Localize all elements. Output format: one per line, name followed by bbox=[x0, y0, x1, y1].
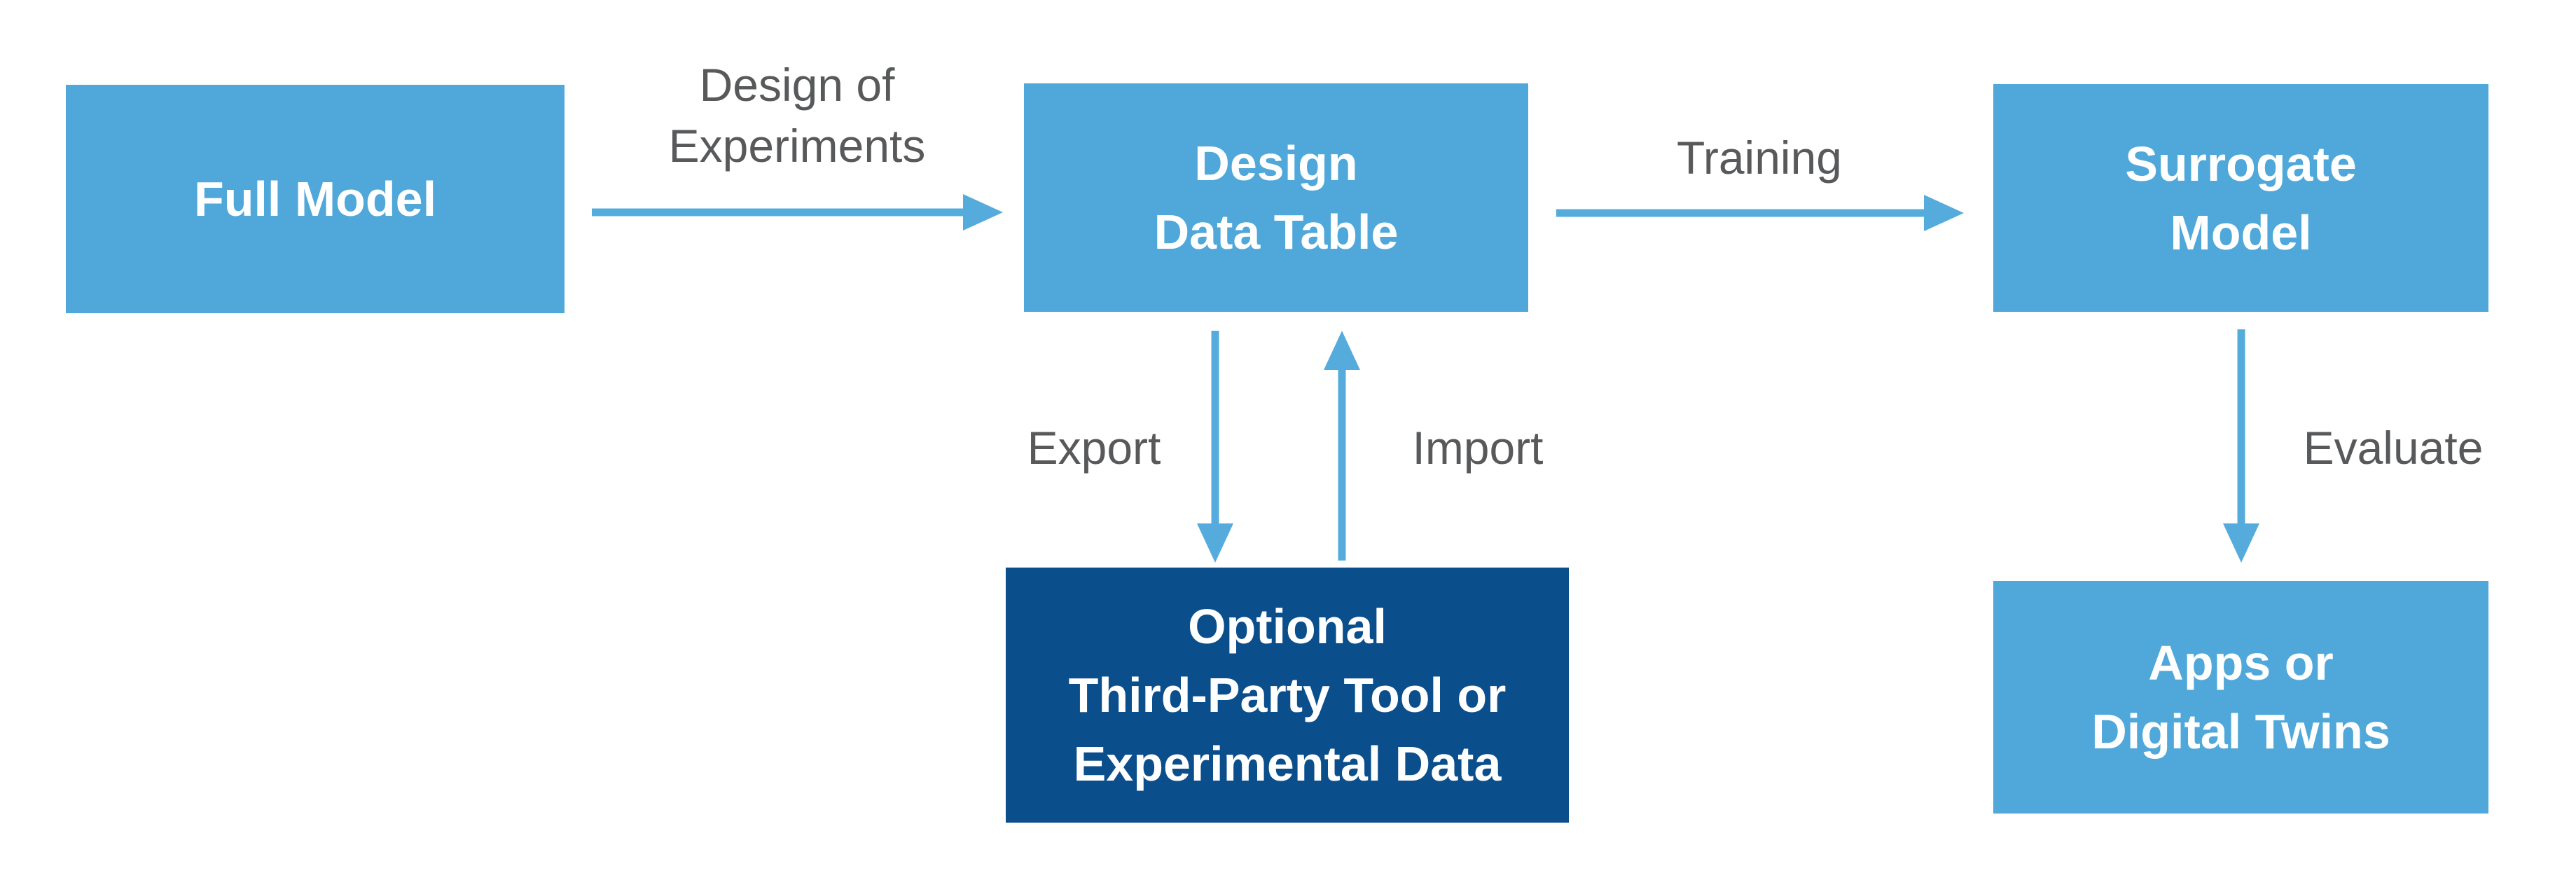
full-model-node: Full Model bbox=[66, 85, 565, 313]
evaluate-arrow bbox=[2223, 329, 2259, 563]
training-edge-label: Training bbox=[1677, 132, 1842, 184]
design-data-table-node: Design Data Table bbox=[1024, 83, 1528, 312]
optional-third-party-node: Optional Third-Party Tool or Experimenta… bbox=[1006, 568, 1569, 823]
evaluate-edge-label: Evaluate bbox=[2303, 422, 2484, 474]
design-of-experiments-arrow bbox=[592, 194, 1003, 231]
import-arrow bbox=[1324, 331, 1360, 561]
surrogate-model-node: Surrogate Model bbox=[1993, 84, 2488, 312]
design-of-experiments-edge-label: Design of Experiments bbox=[668, 59, 926, 172]
full-model-label: Full Model bbox=[193, 172, 437, 226]
apps-digital-twins-label: Apps or Digital Twins bbox=[2091, 636, 2390, 759]
design-data-table-label: Design Data Table bbox=[1154, 136, 1399, 259]
export-arrow bbox=[1197, 331, 1233, 563]
arrow-head bbox=[1197, 523, 1233, 563]
export-edge-label: Export bbox=[1027, 422, 1161, 474]
surrogate-model-label: Surrogate Model bbox=[2125, 136, 2357, 260]
arrow-head bbox=[2223, 523, 2259, 563]
arrow-head bbox=[963, 194, 1003, 231]
arrow-head bbox=[1924, 195, 1964, 231]
optional-third-party-label: Optional Third-Party Tool or Experimenta… bbox=[1068, 599, 1507, 791]
training-arrow bbox=[1556, 195, 1964, 231]
apps-digital-twins-node: Apps or Digital Twins bbox=[1993, 581, 2488, 814]
arrow-head bbox=[1324, 331, 1360, 370]
import-edge-label: Import bbox=[1412, 422, 1544, 474]
